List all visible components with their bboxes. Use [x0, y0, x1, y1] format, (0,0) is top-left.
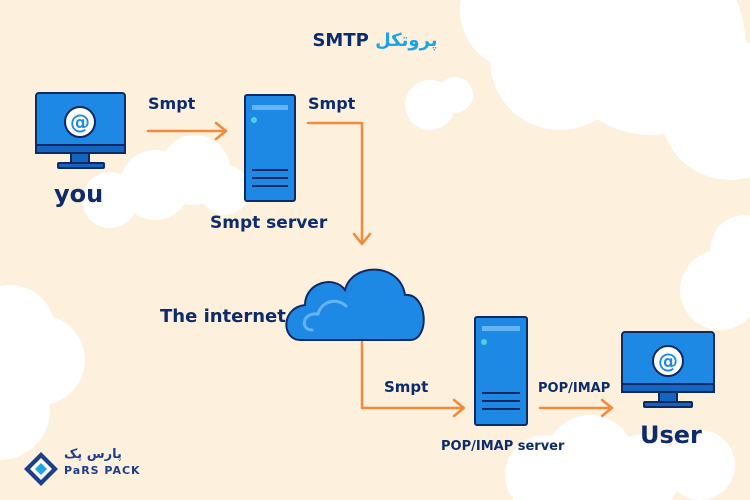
pars-pack-logo-icon	[24, 452, 58, 486]
pop-imap-server-icon	[474, 316, 528, 426]
logo-text-english: PaRS PACK	[64, 464, 141, 477]
diagram-title: SMTP پروتکل	[0, 30, 750, 51]
pop-imap-server-label: POP/IMAP server	[441, 439, 565, 454]
arrow-popimap-to-user	[538, 398, 614, 418]
sender-label: you	[54, 180, 104, 208]
title-english: SMTP	[312, 30, 369, 51]
edge-label-popimap-to-user: POP/IMAP	[538, 381, 611, 396]
edge-label-internet-to-popimap: Smpt	[384, 378, 429, 396]
svg-text:@: @	[70, 110, 90, 134]
title-persian: پروتکل	[375, 30, 438, 51]
edge-label-you-to-server: Smpt	[148, 94, 196, 113]
logo-text-persian: پارس پک	[64, 447, 122, 462]
arrow-internet-to-popimap	[360, 340, 466, 418]
sender-computer-icon: @	[35, 92, 126, 169]
svg-text:@: @	[658, 349, 678, 373]
smtp-server-icon	[244, 94, 296, 202]
edge-label-server-to-internet: Smpt	[308, 94, 356, 113]
receiver-label: User	[640, 421, 702, 449]
smtp-server-label: Smpt server	[210, 213, 328, 233]
receiver-computer-icon: @	[621, 331, 715, 408]
arrow-you-to-server	[146, 121, 228, 141]
arrow-server-to-internet	[306, 121, 372, 246]
internet-label: The internet	[160, 306, 286, 327]
internet-cloud-icon	[285, 268, 425, 341]
flow-arrows	[146, 121, 614, 418]
